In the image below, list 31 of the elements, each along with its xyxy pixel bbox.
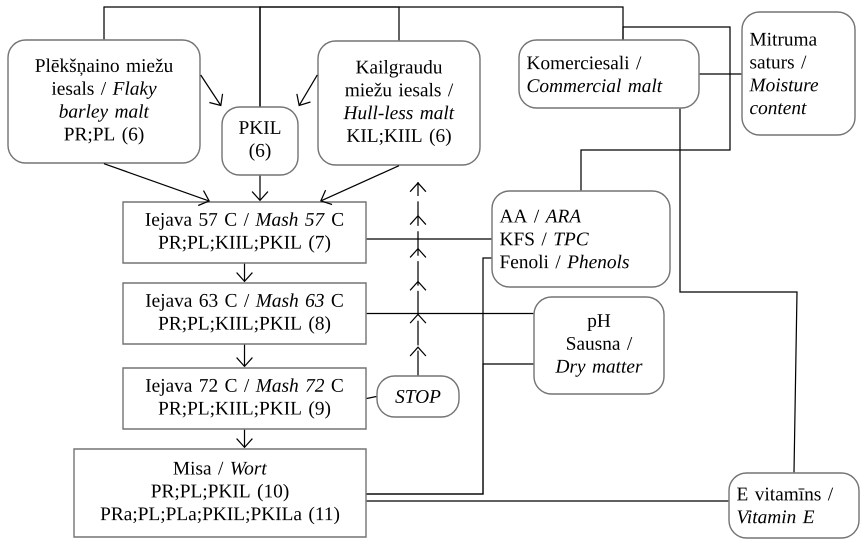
connector-line xyxy=(366,363,534,495)
connector-line xyxy=(580,26,731,190)
rounded-box: E vitamīns / Vitamin E xyxy=(728,472,860,539)
process-box: Iejava 63 C / Mash 63 C PR;PL;KIIL;PKIL (8) xyxy=(122,282,367,345)
arrow xyxy=(296,74,318,106)
arrow xyxy=(320,165,400,206)
arrow xyxy=(236,344,253,368)
connector-line xyxy=(259,6,624,106)
rounded-box: Mitruma saturs / Moisture content xyxy=(741,11,856,136)
arrow xyxy=(236,430,253,448)
connector-line xyxy=(366,396,376,400)
rounded-box: Plēkšņaino miežu iesals / Flaky barley malt PR;PL (6) xyxy=(7,39,201,164)
arrow xyxy=(200,74,224,106)
connector-line xyxy=(366,238,492,240)
rounded-box: PKIL (6) xyxy=(221,106,299,176)
arrow xyxy=(252,176,268,202)
rounded-box: AA / ARA KFS / TPC Fenoli / Phenols xyxy=(491,190,671,288)
process-box: Iejava 72 C / Mash 72 C PR;PL;KIIL;PKIL (9) xyxy=(122,367,367,430)
rounded-box: Komerciesali / Commercial malt xyxy=(518,39,700,109)
rounded-box: STOP xyxy=(376,375,460,418)
rounded-box: pH Sausna / Dry matter xyxy=(533,296,665,395)
process-box: Iejava 57 C / Mash 57 C PR;PL;KIIL;PKIL (7) xyxy=(122,201,367,264)
arrow xyxy=(236,264,253,282)
rounded-box: Kailgraudu miežu iesals / Hull-less malt KIL;KIIL (6) xyxy=(317,40,481,166)
arrow xyxy=(410,182,426,376)
connector-line xyxy=(366,312,534,314)
connector-line xyxy=(700,73,742,75)
connector-line xyxy=(679,108,798,472)
arrow xyxy=(104,163,210,206)
connector-line xyxy=(366,500,728,502)
process-box: Misa / Wort PR;PL;PKIL (10) PRa;PL;PLa;PKIL;PKILa (11) xyxy=(73,448,367,538)
